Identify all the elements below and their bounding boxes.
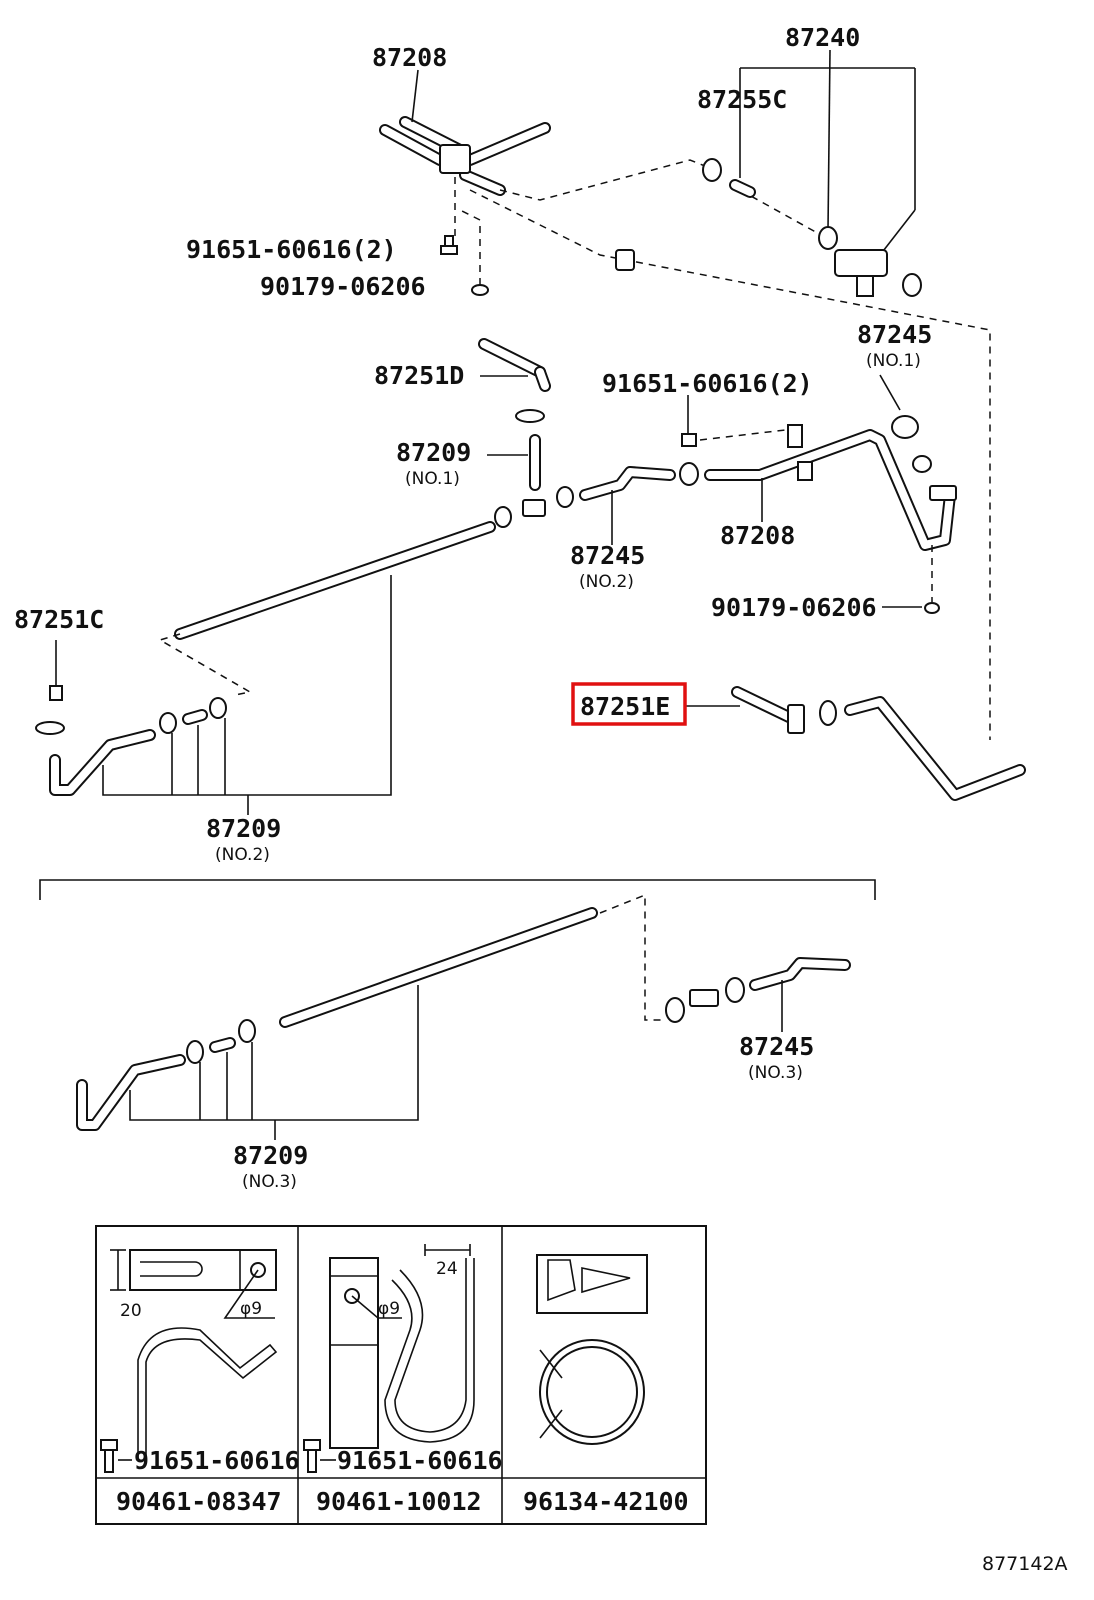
clamp-icon <box>494 506 512 528</box>
label-87245-no1-sub: (NO.1) <box>866 351 921 371</box>
label-87209-no2-sub: (NO.2) <box>215 845 270 865</box>
clamp-icon <box>238 1019 256 1043</box>
bolt-icon <box>303 1439 321 1473</box>
clamp-icon <box>209 697 227 719</box>
label-87245-no1[interactable]: 87245 <box>857 320 932 349</box>
label-87208-mid[interactable]: 87208 <box>720 521 795 550</box>
clamp-icon <box>818 226 838 250</box>
bolt-icon <box>440 235 458 255</box>
label-clip-top[interactable]: 90179-06206 <box>260 272 426 301</box>
dim-24: 24 <box>436 1259 458 1279</box>
label-87209-no1-sub: (NO.1) <box>405 469 460 489</box>
label-87245-no3[interactable]: 87245 <box>739 1032 814 1061</box>
clip-icon <box>924 602 940 614</box>
label-bolt-a[interactable]: 91651-60616 <box>134 1446 300 1475</box>
clamp-icon <box>891 415 919 439</box>
clamp-icon <box>902 273 922 297</box>
clamp-icon <box>702 158 722 182</box>
clamp-detail-table: 20 φ9 91651-60616 24 φ9 91651-60616 <box>95 1225 707 1525</box>
bolt-icon <box>681 433 697 447</box>
label-87251e[interactable]: 87251E <box>580 692 670 721</box>
clamp-icon <box>665 997 685 1023</box>
label-87245-no2[interactable]: 87245 <box>570 541 645 570</box>
label-87245-no3-sub: (NO.3) <box>748 1063 803 1083</box>
label-87255c[interactable]: 87255C <box>697 85 787 114</box>
clamp-icon <box>515 409 545 423</box>
bolt-icon <box>49 685 63 701</box>
label-87245-no2-sub: (NO.2) <box>579 572 634 592</box>
label-87209-no3[interactable]: 87209 <box>233 1141 308 1170</box>
clamp-icon <box>35 721 65 735</box>
table-part-1[interactable]: 90461-08347 <box>116 1487 282 1516</box>
table-part-2[interactable]: 90461-10012 <box>316 1487 482 1516</box>
label-87208-top[interactable]: 87208 <box>372 43 447 72</box>
clamp-icon <box>679 462 699 486</box>
label-87209-no1[interactable]: 87209 <box>396 438 471 467</box>
heater-pipe-assembly-lower <box>39 879 876 1140</box>
label-87251c[interactable]: 87251C <box>14 605 104 634</box>
clamp-icon <box>615 249 635 271</box>
label-87209-no2[interactable]: 87209 <box>206 814 281 843</box>
highlight-box <box>571 682 687 726</box>
clamp-icon <box>819 700 837 726</box>
dim-phi9-a: φ9 <box>240 1299 262 1319</box>
clamp-icon <box>159 712 177 734</box>
part-number-labels: 87208 87240 87255C 91651-60616(2) 90179-… <box>14 23 932 1192</box>
label-bolt-top[interactable]: 91651-60616(2) <box>186 235 397 264</box>
label-87209-no3-sub: (NO.3) <box>242 1172 297 1192</box>
label-clip-mid[interactable]: 90179-06206 <box>711 593 877 622</box>
clamp-icon <box>912 455 932 473</box>
bolt-icon <box>100 1439 118 1473</box>
heater-pipe-assembly-middle <box>35 338 1026 815</box>
figure-code: 877142A <box>982 1553 1068 1575</box>
clamp-icon <box>725 977 745 1003</box>
label-87240[interactable]: 87240 <box>785 23 860 52</box>
label-87251d[interactable]: 87251D <box>374 361 464 390</box>
clamp-a-icon <box>110 1249 278 1460</box>
dim-phi9-b: φ9 <box>378 1299 400 1319</box>
clip-icon <box>471 284 489 296</box>
heater-pipe-assembly-top <box>379 49 991 740</box>
clamp-icon <box>556 486 574 508</box>
table-part-3[interactable]: 96134-42100 <box>523 1487 689 1516</box>
clamp-b-icon <box>329 1244 475 1449</box>
label-bolt-b[interactable]: 91651-60616 <box>337 1446 503 1475</box>
label-bolt-mid[interactable]: 91651-60616(2) <box>602 369 813 398</box>
clamp-icon <box>186 1040 204 1064</box>
dim-20: 20 <box>120 1301 142 1321</box>
hose-clamp-icon <box>536 1254 648 1445</box>
